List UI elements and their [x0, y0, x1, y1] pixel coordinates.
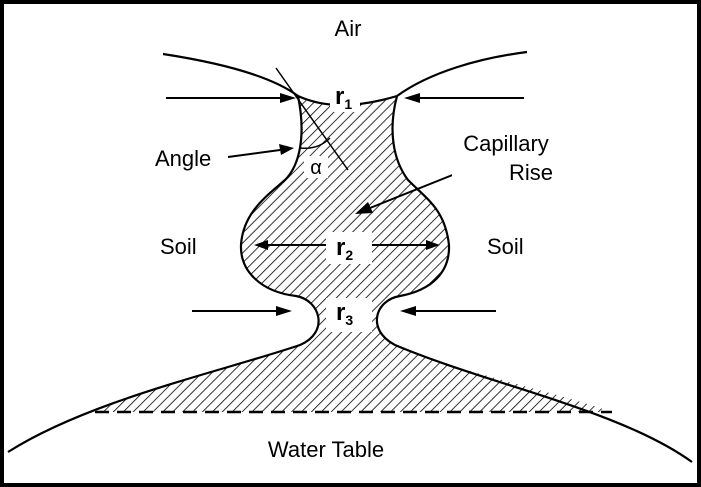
r2-label-bg [326, 232, 372, 264]
capillary-label-bg [452, 128, 560, 186]
arrow-r1-left [166, 93, 296, 103]
soil-right-label: Soil [487, 234, 524, 259]
alpha-label-bg [304, 156, 328, 178]
arrow-r1-right [404, 93, 524, 103]
rise-label: Rise [509, 160, 553, 185]
pore-wall-left [7, 95, 320, 453]
angle-label: Angle [155, 146, 211, 171]
r1-label-bg [330, 84, 360, 112]
arrow-r2-left [254, 240, 326, 250]
soil-surface-top-left [162, 52, 299, 97]
arrow-capillary-rise [355, 171, 461, 214]
arrow-angle [227, 144, 294, 158]
air-label: Air [335, 16, 362, 41]
capillary-label: Capillary [463, 131, 549, 156]
contact-angle-tangent [275, 67, 349, 171]
soil-surface-top-right [396, 50, 528, 97]
water-table-label: Water Table [268, 437, 384, 462]
arrow-r3-right [400, 306, 496, 316]
soil-left-label: Soil [160, 234, 197, 259]
arrow-r3-left [192, 306, 292, 316]
arrow-r2-right [372, 240, 440, 250]
contact-angle-arc [299, 137, 331, 150]
r3-label: r3 [336, 299, 353, 328]
pore-wall-right [375, 95, 693, 463]
r1-label: r1 [335, 83, 352, 112]
r2-label: r2 [336, 234, 353, 263]
r3-label-bg [326, 298, 372, 332]
alpha-label: α [310, 157, 322, 179]
